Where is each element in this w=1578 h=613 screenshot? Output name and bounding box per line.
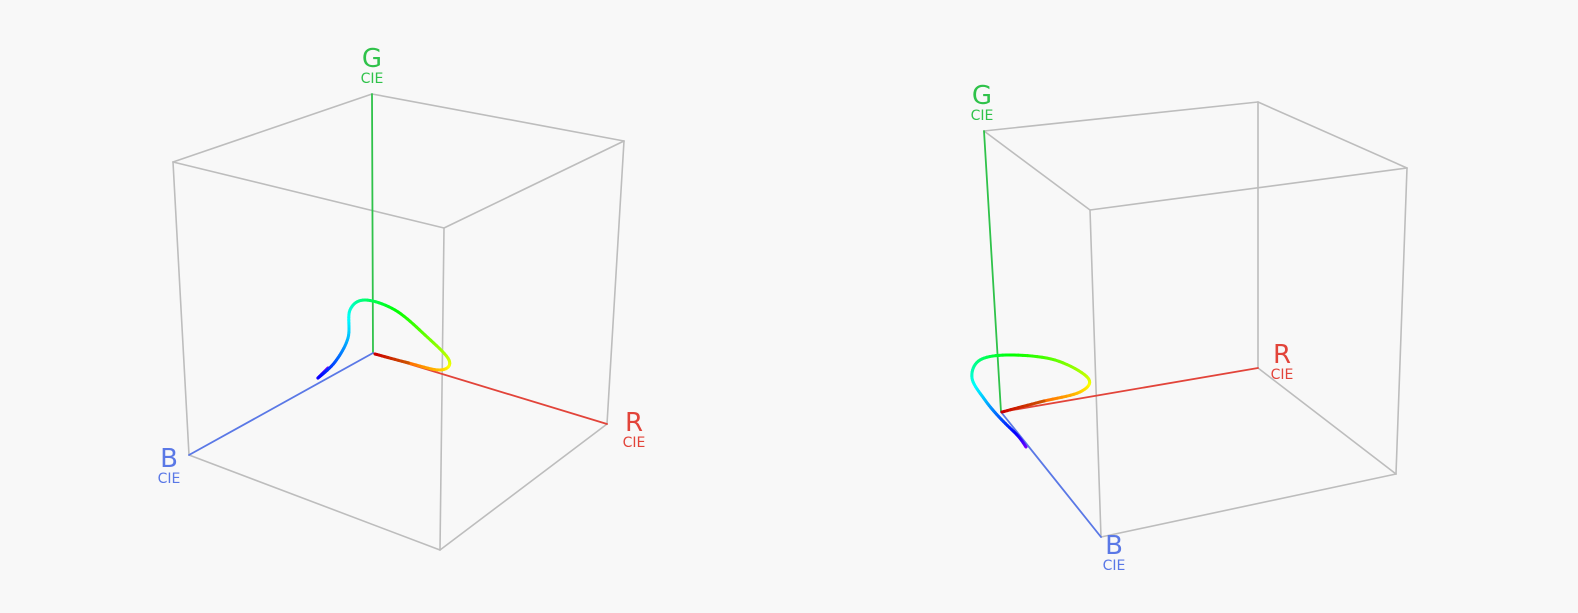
right-cube-edge: [1089, 167, 1408, 211]
left-cube-edge: [439, 227, 445, 551]
right-spectral-locus: [970, 353, 1092, 449]
left-cube-edge: [439, 423, 608, 551]
left-b-axis: [188, 352, 374, 456]
right-cube-edge: [983, 101, 1259, 132]
left-b-axis-label: B CIE: [157, 444, 181, 487]
right-cube-edge: [983, 130, 1091, 211]
left-cube-edge: [172, 93, 373, 163]
right-cube-edge: [1395, 167, 1408, 475]
right-b-axis-label: B CIE: [1102, 531, 1126, 574]
right-cube-edge: [1089, 209, 1102, 538]
right-g-axis-label: G CIE: [970, 81, 994, 124]
right-r-axis: [1000, 367, 1259, 413]
spectral-locus-segment: [1000, 409, 1006, 414]
left-cube-edge: [371, 93, 625, 142]
right-r-axis-label: R CIE: [1270, 340, 1294, 383]
left-spectral-locus: [316, 298, 452, 380]
right-cube-edge: [1257, 101, 1408, 169]
right-g-axis: [983, 130, 1002, 413]
left-cube-edge: [172, 161, 445, 229]
left-cube-edge: [443, 140, 625, 229]
right-cube-edge: [1257, 367, 1397, 475]
right-b-axis: [1000, 411, 1102, 538]
left-cube-edge: [606, 140, 625, 425]
left-cube-edge: [172, 161, 190, 456]
left-r-axis-label: R CIE: [622, 408, 646, 451]
left-g-axis-label: G CIE: [360, 44, 384, 87]
right-cube-edge: [1100, 473, 1397, 538]
left-cube-edge: [188, 454, 441, 551]
left-g-axis: [371, 93, 374, 354]
